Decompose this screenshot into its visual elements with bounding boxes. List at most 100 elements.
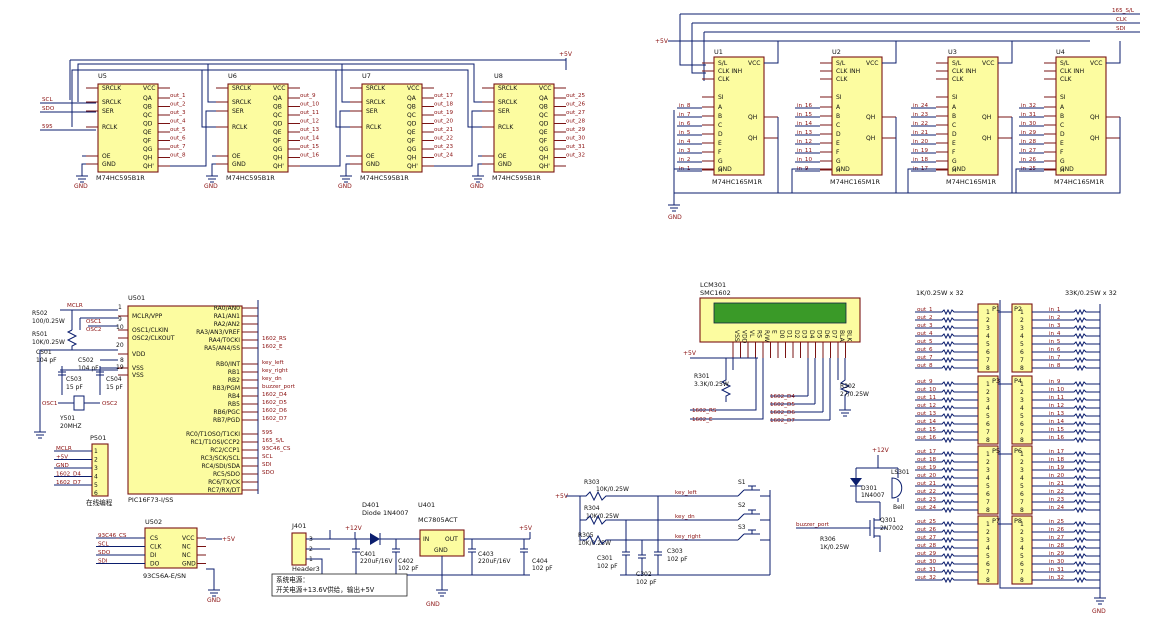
pin-q: QH — [407, 155, 416, 162]
connector-pin: 8 — [1020, 365, 1024, 372]
connector-body — [1011, 303, 1033, 373]
c502-val: 104 pF — [78, 365, 99, 372]
pin-gnd: GND — [498, 161, 512, 168]
lcd-pin-label: R/W — [763, 330, 770, 342]
pin-label: S/L — [1060, 60, 1070, 67]
mcu-pin-label: VSS — [132, 372, 144, 379]
out-net: out_6 — [917, 347, 933, 353]
lcd-pin-label: VDD — [741, 330, 748, 344]
connector-pin: 1 — [1020, 381, 1024, 388]
pin-label: B — [836, 113, 840, 120]
s3-ref: S3 — [738, 524, 746, 531]
pin-label: E — [952, 140, 956, 147]
pin-vcc: VCC — [407, 85, 419, 92]
mcu-pin-label: RA1/AN1 — [214, 313, 240, 320]
out-net: out_23 — [917, 497, 937, 503]
pin-q: QD — [539, 121, 549, 128]
pin-qh: QH — [1090, 114, 1099, 121]
net-out: out_8 — [170, 153, 186, 159]
mcu-pin-label: RC2/CCP1 — [210, 447, 240, 454]
mcu-net: 1602_D7 — [262, 416, 287, 422]
connector-pin: 4 — [1020, 405, 1024, 412]
ground-symbol — [206, 175, 218, 183]
net-out: out_22 — [434, 136, 453, 142]
connector-pin: 8 — [986, 437, 990, 444]
connector-pin: 7 — [1020, 429, 1024, 436]
vcc-165: +5V — [655, 38, 669, 45]
chip-body — [361, 83, 423, 173]
pin-label: SI — [1060, 94, 1066, 101]
d401-ref: D401 — [362, 501, 379, 509]
chip-ref: U6 — [228, 72, 237, 80]
connector-pin: 6 — [986, 421, 990, 428]
pin-vcc: VCC — [1090, 60, 1102, 67]
out-net: out_20 — [917, 473, 937, 479]
pin-gnd: GND — [718, 166, 732, 173]
net-out: out_25 — [566, 93, 586, 99]
connector-pin: 5 — [986, 413, 990, 420]
lcd-net-e: 1602_E — [692, 417, 713, 423]
pin-qh-bar: QH — [982, 135, 991, 142]
pin-label: F — [836, 149, 840, 156]
out-net: out_14 — [917, 419, 937, 425]
pin-q: QH' — [539, 163, 550, 170]
pin-label: H — [718, 167, 723, 174]
u401-chip — [419, 529, 465, 557]
connector-pin: 6 — [1020, 561, 1024, 568]
mcu-pin-label: RB4 — [228, 393, 240, 400]
net-in: in_26 — [1021, 157, 1036, 163]
out-net: out_4 — [917, 331, 933, 337]
net-out: out_14 — [300, 136, 320, 142]
prog-pin-num: 4 — [94, 474, 98, 481]
c501-val: 104 pF — [36, 357, 57, 364]
pin-label: CLK — [836, 76, 849, 83]
chip-body — [947, 56, 999, 176]
r306-val: 1K/0.25W — [820, 544, 849, 551]
pin-srclk-over: SRCLK — [498, 85, 518, 92]
net-out: out_2 — [170, 102, 186, 108]
connector-pin: 4 — [1020, 333, 1024, 340]
prog-caption: 在线编程 — [86, 498, 113, 507]
pin-srclk: SRCLK — [102, 99, 122, 106]
mcu-pin-label: RA3/AN3/VREF — [196, 329, 240, 336]
pin-srclk: SRCLK — [232, 99, 252, 106]
pin-vcc: VCC — [539, 85, 551, 92]
switch-s3: S3 — [737, 524, 770, 541]
mcu-net: key_left — [262, 360, 284, 366]
pin-q: QC — [143, 112, 152, 119]
key-net-left: key_left — [675, 490, 697, 496]
pin-ser: SER — [232, 108, 244, 115]
pin-gnd: GND — [232, 161, 246, 168]
lcd-vcc: +5V — [683, 350, 697, 357]
net-out: out_26 — [566, 102, 586, 108]
lcd-pin-label: VL — [748, 330, 755, 338]
chip-body — [713, 56, 765, 176]
eeprom-net: SDI — [98, 559, 108, 565]
r302-ref: R302 — [840, 383, 856, 390]
net-165-sl: 165_S/L — [1112, 8, 1135, 14]
pin-q: QC — [539, 112, 548, 119]
connector-pin: 5 — [986, 553, 990, 560]
net-out: out_18 — [434, 102, 454, 108]
net-out: out_16 — [300, 153, 320, 159]
pin-oe: OE — [366, 153, 375, 160]
mcu-pin-label: OSC1/CLKIN — [132, 327, 168, 334]
pin-q: QB — [143, 104, 152, 111]
net-out: out_12 — [300, 119, 319, 125]
mcu-net: key_right — [262, 368, 289, 374]
connector-body — [1011, 375, 1033, 445]
pin-vcc: VCC — [748, 60, 760, 67]
in-net: in_18 — [1049, 457, 1064, 463]
net-in: in_5 — [679, 130, 691, 136]
chip-ref: U1 — [714, 48, 723, 56]
mcu-net: 165_S/L — [262, 438, 285, 444]
net-out: out_6 — [170, 136, 186, 142]
mcu-pin-label: RB2 — [228, 377, 240, 384]
pin-label: A — [836, 104, 841, 111]
out-net: out_24 — [917, 505, 937, 511]
chip-part: M74HC165M1R — [830, 178, 880, 186]
pin-label: C — [1060, 122, 1064, 129]
